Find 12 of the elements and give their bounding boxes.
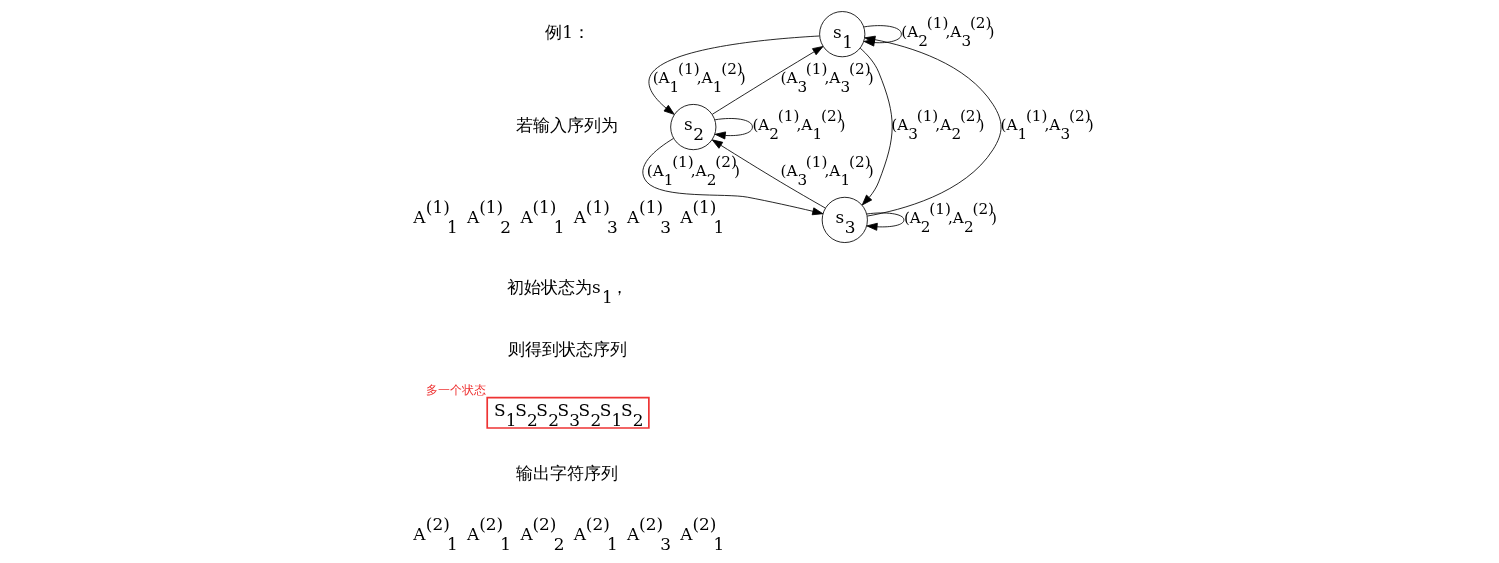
label: 若输入序列为 — [515, 115, 618, 136]
arrow — [642, 138, 823, 216]
label: 则得到状态序列 — [507, 339, 627, 360]
arrow — [711, 46, 823, 115]
arrow — [859, 47, 893, 206]
arrow — [866, 212, 904, 231]
arrow — [648, 35, 820, 115]
arrow — [714, 118, 753, 140]
arrow — [711, 139, 826, 209]
label: 例1： — [544, 22, 590, 43]
label: 输出字符序列 — [515, 462, 618, 483]
node-label: 多一个状态 — [425, 383, 486, 398]
